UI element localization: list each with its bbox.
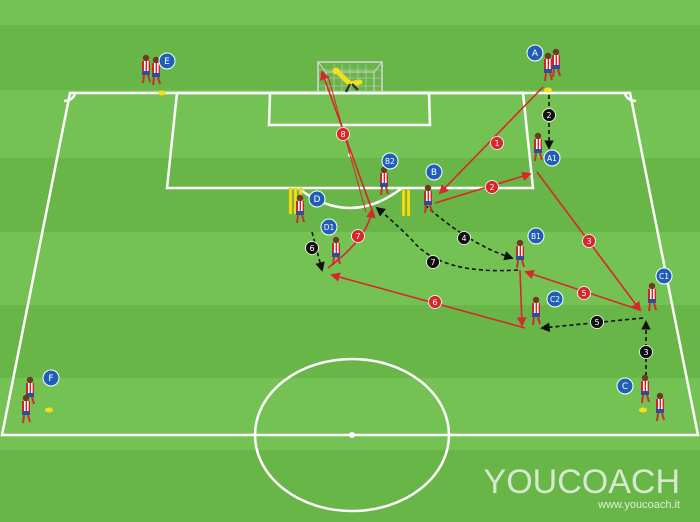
step-badge-text: 4 — [461, 234, 466, 243]
player-label-badge — [308, 190, 326, 208]
player-figure — [641, 374, 650, 404]
player-figure — [544, 52, 553, 82]
player-label-text: C — [622, 382, 628, 392]
player-figure — [332, 236, 341, 266]
step-badge — [457, 231, 471, 245]
step-badge-text: 6 — [432, 298, 437, 307]
player-label-badge — [381, 152, 399, 170]
player-label-badge — [425, 163, 443, 181]
run-5 — [516, 269, 527, 327]
grass-stripe — [0, 0, 700, 25]
step-badge — [577, 286, 591, 300]
cones — [45, 87, 647, 413]
run-2a — [434, 171, 532, 204]
step-badge-text: 7 — [430, 258, 435, 267]
run-8b — [327, 75, 367, 213]
player-figure — [534, 132, 543, 162]
watermark-logo: YOUCOACH — [483, 463, 680, 501]
player-figure — [142, 54, 151, 84]
players — [22, 48, 665, 424]
grass-stripe — [0, 378, 700, 450]
player-label-badge — [526, 44, 544, 62]
step-badge — [426, 255, 440, 269]
step-badge — [542, 108, 556, 122]
step-badge-text: 7 — [355, 232, 360, 241]
player-label-text: F — [48, 374, 53, 384]
step-badge-text: 3 — [586, 237, 591, 246]
center-spot — [349, 432, 355, 438]
player-label-text: D1 — [324, 223, 335, 232]
step-badge — [582, 234, 596, 248]
player-figure — [296, 194, 305, 224]
player-label-text: C1 — [659, 272, 669, 281]
step-badge — [639, 345, 653, 359]
center-circle — [253, 357, 451, 513]
player-label-text: C2 — [550, 295, 560, 304]
player-label-text: B1 — [531, 232, 541, 241]
step-badge — [336, 127, 350, 141]
grass-stripe — [0, 158, 700, 232]
step-badge-text: 8 — [340, 130, 345, 139]
player-label-badge — [527, 227, 545, 245]
goal-area — [267, 91, 432, 127]
step-badge — [428, 295, 442, 309]
grass-stripe — [0, 305, 700, 378]
player-figure — [152, 56, 161, 86]
step-badge — [351, 229, 365, 243]
player-label-text: A — [532, 49, 539, 59]
step-badge-text: 6 — [309, 244, 314, 253]
step-badge — [490, 136, 504, 150]
step-badge-text: 5 — [581, 289, 586, 298]
corner-arc-left — [63, 92, 77, 103]
player-figure — [648, 282, 657, 312]
player-figure — [552, 48, 561, 78]
step-badge-text: 3 — [643, 348, 648, 357]
step-badge-text: 5 — [594, 318, 599, 327]
player-figure — [380, 166, 389, 196]
player-label-text: B2 — [385, 157, 395, 166]
player-label-text: B — [431, 168, 437, 178]
run-8a — [320, 70, 373, 211]
player-label-badge — [546, 290, 564, 308]
step-badge — [485, 180, 499, 194]
watermark-url: www.youcoach.it — [598, 499, 680, 511]
player-figure — [656, 392, 665, 422]
player-label-text: E — [164, 57, 170, 67]
player-label-badge — [655, 267, 673, 285]
pitch-lines — [0, 91, 700, 513]
player-label-badge — [320, 218, 338, 236]
player-label-badge — [616, 377, 634, 395]
player-label-badge — [543, 149, 561, 167]
goalkeeper — [332, 67, 363, 93]
step-badges: 1 2 2 3 3 4 5 5 6 6 7 7 8 — [305, 108, 653, 359]
player-label-text: A1 — [547, 154, 557, 163]
player-figure — [516, 239, 525, 269]
player-figure — [532, 296, 541, 326]
player-figure — [22, 394, 31, 424]
step-badge — [590, 315, 604, 329]
corner-arc-right — [623, 92, 637, 103]
dash-4 — [424, 204, 514, 261]
player-label-text: D — [314, 195, 321, 205]
step-badge-text: 2 — [546, 111, 551, 120]
dash-7 — [375, 206, 519, 272]
step-badge-text: 1 — [494, 139, 499, 148]
player-label-badge — [42, 369, 60, 387]
step-badge — [305, 241, 319, 255]
watermark: YOUCOACH www.youcoach.it — [484, 465, 680, 512]
player-figure — [424, 184, 433, 214]
player-label-badge — [158, 52, 176, 70]
step-badge-text: 2 — [489, 183, 494, 192]
